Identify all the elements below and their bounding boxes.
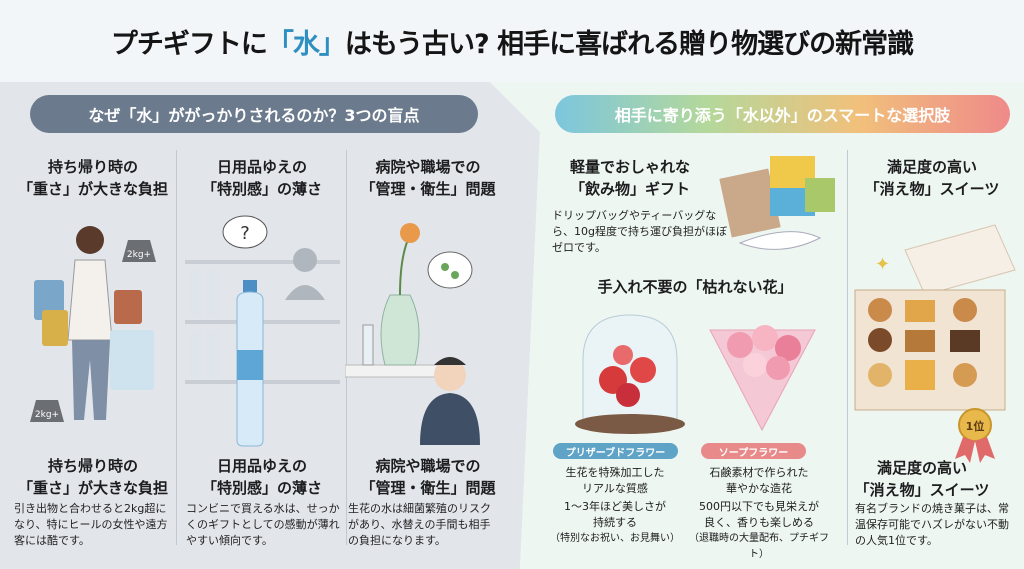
soap-flower-bouquet-illustration: [709, 325, 816, 432]
column-title: 病院や職場での「管理・衛生」問題: [360, 457, 496, 497]
coffee-bag-icon: [719, 168, 781, 238]
baked-sweets-box-illustration: ✦ 1位: [854, 224, 1016, 463]
weight-icon: [122, 240, 156, 262]
preserved-flower-description: 生花を特殊加工したリアルな質感 1～3年ほど美しさが持続する （特別なお祝い、お…: [550, 466, 680, 544]
flowers-heading: 手入れ不要の「枯れない花」: [597, 278, 793, 296]
sweets-title-top: 満足度の高い「消え物」スイーツ: [864, 158, 1000, 198]
column-description: コンビニで買える水は、せっかくのギフトとしての感動が薄れやすい傾向です。: [186, 502, 340, 547]
page-title: プチギフトに「水」はもう古い? 相手に喜ばれる贈り物選びの新常識: [0, 22, 1024, 61]
svg-text:1位: 1位: [966, 419, 985, 433]
title-highlight: 「水」: [266, 29, 346, 60]
svg-text:2kg+: 2kg+: [127, 250, 151, 260]
left-section-heading: なぜ「水」ががっかりされるのか？3つの盲点: [30, 95, 478, 133]
drinks-title: 軽量でおしゃれな「飲み物」ギフト: [569, 158, 690, 198]
sweets-description: 有名ブランドの焼き菓子は、常温保存可能でハズレがない不動の人気1位です。: [855, 502, 1009, 547]
divider: [346, 150, 347, 545]
soap-flower-description: 石鹸素材で作られた華やかな造花 500円以下でも見栄えが良く、香りも楽しめる （…: [689, 466, 829, 560]
column-title-top: 日用品ゆえの「特別感」の薄さ: [201, 158, 322, 198]
column-title: 日用品ゆえの「特別感」の薄さ: [201, 457, 322, 497]
divider: [847, 150, 848, 545]
divider: [176, 150, 177, 545]
column-description: 生花の水は細菌繁殖のリスクがあり、水替えの手間も相手の負担になります。: [348, 502, 491, 547]
column-description: 引き出物と合わせると2kg超になり、特にヒールの女性や遠方客には酷です。: [14, 502, 168, 547]
right-section-heading: 相手に寄り添う「水以外」のスマートな選択肢: [555, 95, 1010, 133]
svg-text:2kg+: 2kg+: [35, 410, 59, 420]
woman-carrying-bags-illustration: 2kg+ 2kg+: [30, 226, 156, 422]
wilted-flower-hospital-illustration: [345, 223, 480, 445]
drip-bag-tea-feather-illustration: [719, 156, 835, 250]
preserved-flower-tag: プリザーブドフラワー: [553, 443, 678, 459]
weight-icon: [30, 400, 64, 422]
title-text: プチギフトに: [110, 29, 268, 60]
drinks-description: ドリップバッグやティーバッグなら、10g程度で持ち運び負担がほぼゼロです。: [552, 209, 727, 254]
sweets-title: 満足度の高い「消え物」スイーツ: [854, 459, 990, 499]
column-title-top: 病院や職場での「管理・衛生」問題: [360, 158, 496, 198]
water-bottle-shelf-illustration: ?: [185, 215, 340, 447]
sparkle-icon: ✦: [875, 254, 890, 275]
title-text-2: はもう古い? 相手に喜ばれる贈り物選びの新常識: [344, 29, 914, 60]
column-title-top: 持ち帰り時の「重さ」が大きな負担: [17, 158, 168, 198]
soap-flower-tag: ソープフラワー: [701, 443, 806, 459]
preserved-flower-dome-illustration: [575, 314, 685, 434]
question-mark-icon: ?: [240, 223, 250, 244]
feather-icon: [738, 231, 822, 250]
column-title: 持ち帰り時の「重さ」が大きな負担: [17, 457, 168, 497]
